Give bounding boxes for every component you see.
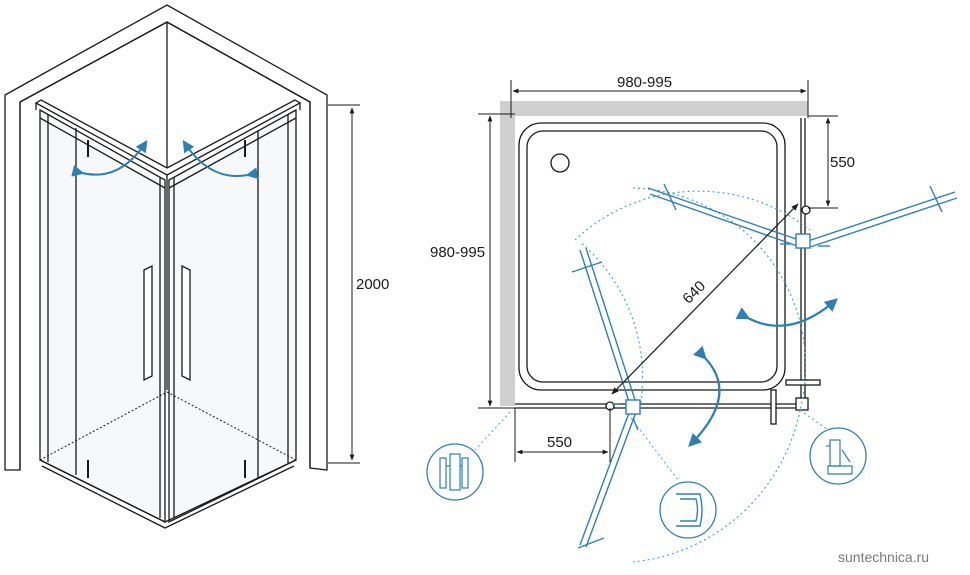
drain-icon [550,153,570,173]
height-label: 2000 [356,276,389,293]
height-dimension [328,104,360,464]
glass-panels [39,108,297,524]
wall-strips [500,101,808,406]
bottom-frame [39,459,297,529]
top-frame [34,99,302,176]
bottom-door-dimension [514,408,611,462]
left-width-dimension [478,113,515,409]
door-handles [143,264,191,382]
diagonal-dimension-line [611,203,799,395]
bottom-seal-detail-icon [809,427,867,485]
right-door-dimension [808,115,838,209]
right-door-label: 550 [830,154,855,171]
top-width-label: 980-995 [617,74,672,91]
left-width-label: 980-995 [430,244,485,261]
back-walls [4,4,328,471]
floor-outline [39,391,297,461]
isometric-view [4,4,328,529]
isometric-opening-arrows [71,139,259,180]
watermark: suntechnica.ru [838,549,929,565]
detail-callout-leaders [474,409,829,481]
bottom-door-label: 550 [547,434,572,451]
top-width-dimension [510,80,809,118]
seal-profile-detail-icon [426,443,484,501]
magnetic-seal-detail-icon [659,481,717,539]
fixed-panels [515,118,821,425]
plan-view: 640 980-995 980-995 550 550 [426,74,958,563]
